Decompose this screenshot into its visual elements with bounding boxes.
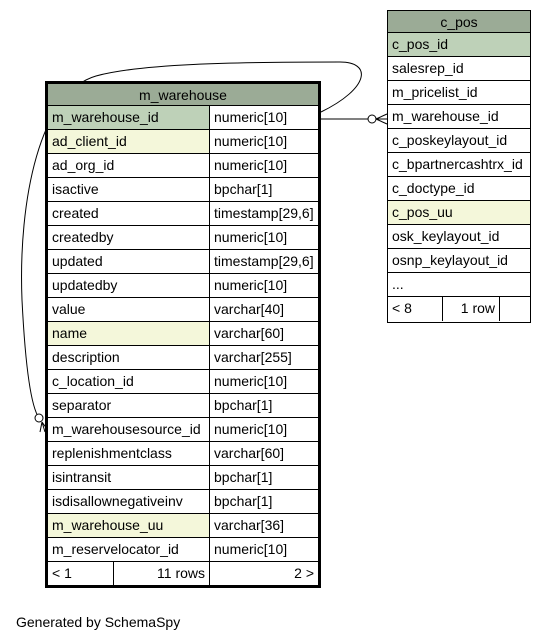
column-name: c_location_id bbox=[48, 370, 210, 393]
fk-cpos-warehouse-optional-marker bbox=[367, 114, 377, 124]
column-type: numeric[10] bbox=[214, 229, 288, 245]
column-type: numeric[10] bbox=[214, 421, 288, 437]
column-type: varchar[40] bbox=[214, 301, 285, 317]
table-footer: < 1 11 rows 2 > bbox=[48, 562, 318, 586]
column-type: numeric[10] bbox=[214, 277, 288, 293]
table-title: m_warehouse bbox=[48, 84, 318, 106]
column-name: m_pricelist_id bbox=[392, 84, 478, 100]
column-name: c_poskeylayout_id bbox=[392, 132, 508, 148]
column-name: c_pos_uu bbox=[388, 201, 530, 224]
fk-cpos-warehouse-crowfoot bbox=[375, 113, 388, 125]
column-name: m_warehouse_id bbox=[48, 106, 210, 129]
column-type: varchar[36] bbox=[214, 517, 285, 533]
column-name: salesrep_id bbox=[392, 60, 464, 76]
column-name: replenishmentclass bbox=[48, 442, 210, 465]
column-name: description bbox=[48, 346, 210, 369]
column-row[interactable]: m_warehouse_id bbox=[388, 105, 530, 129]
row-count: 1 row bbox=[443, 297, 500, 321]
column-row[interactable]: osnp_keylayout_id bbox=[388, 249, 530, 273]
column-name: m_reservelocator_id bbox=[48, 538, 210, 561]
column-row[interactable]: c_doctype_id bbox=[388, 177, 530, 201]
fk-self-reference-curve bbox=[21, 61, 362, 419]
column-type: bpchar[1] bbox=[214, 493, 273, 509]
column-row[interactable]: c_pos_id bbox=[388, 33, 530, 57]
column-type: numeric[10] bbox=[214, 373, 288, 389]
column-name: ad_org_id bbox=[48, 154, 210, 177]
column-row[interactable]: c_bpartnercashtrx_id bbox=[388, 153, 530, 177]
table-footer: < 8 1 row bbox=[388, 297, 530, 321]
table-title: c_pos bbox=[388, 11, 530, 33]
column-type: timestamp[29,6] bbox=[214, 205, 314, 221]
column-type: bpchar[1] bbox=[214, 397, 273, 413]
column-name: created bbox=[48, 202, 210, 225]
column-type: bpchar[1] bbox=[214, 181, 273, 197]
column-row[interactable]: m_pricelist_id bbox=[388, 81, 530, 105]
column-type: numeric[10] bbox=[214, 133, 288, 149]
column-name: m_warehouse_id bbox=[392, 108, 499, 124]
column-name: isintransit bbox=[48, 466, 210, 489]
column-name: osk_keylayout_id bbox=[392, 228, 500, 244]
column-type: numeric[10] bbox=[214, 541, 288, 557]
column-row[interactable]: ... bbox=[388, 273, 530, 297]
column-name: updatedby bbox=[48, 274, 210, 297]
column-type: timestamp[29,6] bbox=[214, 253, 314, 269]
column-row[interactable]: salesrep_id bbox=[388, 57, 530, 81]
column-name: osnp_keylayout_id bbox=[392, 252, 508, 268]
column-type: varchar[60] bbox=[214, 325, 285, 341]
column-name: createdby bbox=[48, 226, 210, 249]
column-name: isactive bbox=[48, 178, 210, 201]
column-name: c_pos_id bbox=[388, 33, 530, 56]
column-name: value bbox=[48, 298, 210, 321]
parents-count[interactable]: < 1 bbox=[48, 562, 114, 586]
column-name: name bbox=[48, 322, 210, 345]
generated-by-label: Generated by SchemaSpy bbox=[16, 614, 181, 630]
column-type: varchar[255] bbox=[214, 349, 292, 365]
children-count[interactable] bbox=[500, 297, 530, 321]
column-name: ad_client_id bbox=[48, 130, 210, 153]
parents-count[interactable]: < 8 bbox=[388, 297, 443, 321]
column-name: c_bpartnercashtrx_id bbox=[392, 156, 523, 172]
column-row[interactable]: osk_keylayout_id bbox=[388, 225, 530, 249]
column-name: ... bbox=[392, 276, 404, 292]
column-row[interactable]: c_poskeylayout_id bbox=[388, 129, 530, 153]
column-row[interactable]: c_pos_uu bbox=[388, 201, 530, 225]
column-type: numeric[10] bbox=[214, 109, 288, 125]
column-type: numeric[10] bbox=[214, 157, 288, 173]
column-name: m_warehouse_uu bbox=[48, 514, 210, 537]
column-type: bpchar[1] bbox=[214, 469, 273, 485]
column-name: isdisallownegativeinv bbox=[48, 490, 210, 513]
fk-self-reference-optional-marker bbox=[34, 413, 44, 423]
column-name: m_warehousesource_id bbox=[48, 418, 210, 441]
column-name: separator bbox=[48, 394, 210, 417]
children-count[interactable]: 2 > bbox=[294, 565, 314, 581]
column-name: c_doctype_id bbox=[392, 180, 475, 196]
row-count: 11 rows bbox=[114, 562, 210, 586]
column-name: updated bbox=[48, 250, 210, 273]
column-type: varchar[60] bbox=[214, 445, 285, 461]
